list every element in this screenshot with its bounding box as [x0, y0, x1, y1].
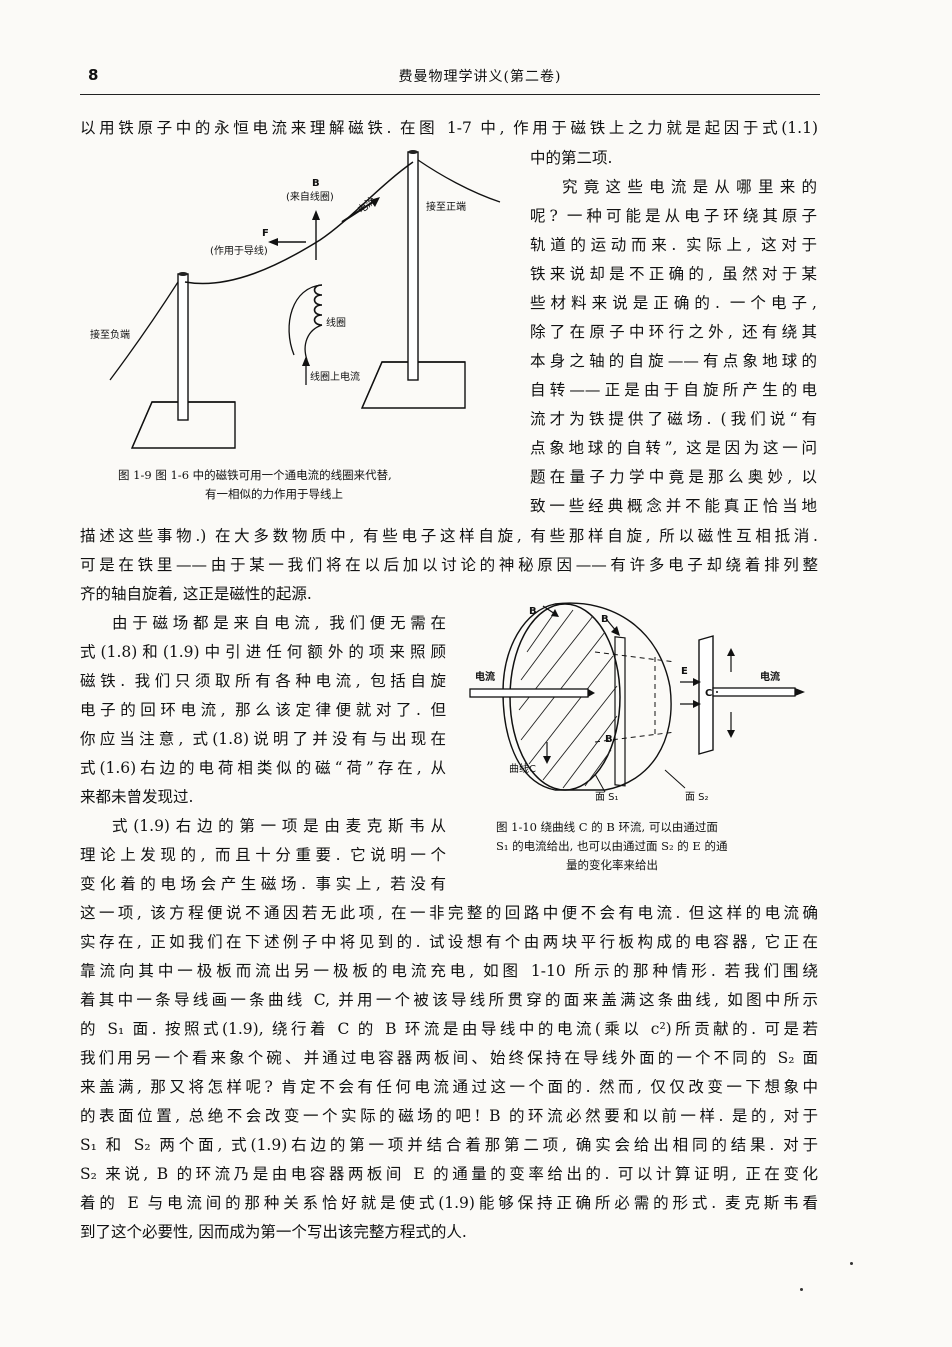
body-line: 自转——正是由于自旋所产生的电 — [530, 381, 817, 399]
body-line: 描述这些事物.) 在大多数物质中, 有些电子这样自旋, 有些那样自旋, 所以磁性… — [80, 527, 818, 545]
body-line: 致一些经典概念并不能真正恰当地 — [530, 497, 817, 515]
figure-1-9-caption-line1: 图 1-9 图 1-6 中的磁铁可用一个通电流的线圈来代替, — [118, 468, 392, 482]
figure-1-10-caption-line2: S₁ 的电流给出, 也可以由通过面 S₂ 的 E 的通 — [496, 839, 728, 853]
body-line: 式(1.6)右边的电荷相类似的磁“荷”存在, 从 — [80, 759, 446, 777]
label-b-lower: B — [605, 734, 613, 745]
body-line: 呢? 一种可能是从电子环绕其原子 — [530, 207, 817, 225]
body-line: 由于磁场都是来自电流, 我们便无需在 — [112, 614, 446, 632]
label-curve-c: 曲线C — [509, 762, 536, 775]
label-current: 电流 — [355, 193, 379, 216]
label-current-left: 电流 — [475, 670, 495, 683]
figure-1-10-caption-line3: 量的变化率来给出 — [566, 858, 658, 872]
body-line: S₂ 来说, B 的环流乃是由电容器两板间 E 的通量的变率给出的. 可以计算证… — [80, 1165, 818, 1183]
body-line: 点象地球的自转”, 这是因为这一问 — [530, 439, 817, 457]
header-rule — [80, 94, 820, 95]
body-line: 着的 E 与电流间的那种关系恰好就是使式(1.9)能够保持正确所必需的形式. 麦… — [80, 1194, 818, 1212]
figure-1-9-caption-line2: 有一相似的力作用于导线上 — [205, 487, 343, 501]
body-line: 本身之轴的自旋——有点象地球的 — [530, 352, 817, 370]
body-line: 理论上发现的, 而且十分重要. 它说明一个 — [80, 846, 446, 864]
body-line: 这一项, 该方程便说不通因若无此项, 在一非完整的回路中便不会有电流. 但这样的… — [80, 904, 818, 922]
body-line: 我们用另一个看来象个碗、并通过电容器两板间、始终保持在导线外面的一个不同的 S₂… — [80, 1049, 818, 1067]
label-to-positive: 接至正端 — [426, 200, 466, 213]
label-c-mark: C — [705, 688, 712, 699]
body-line: 式(1.9)右边的第一项是由麦克斯韦从 — [112, 817, 446, 835]
figure-1-10: B B B 电流 电流 E C 曲线C 面 S₁ 面 S₂ — [455, 592, 820, 807]
figure-1-10-caption-line1: 图 1-10 绕曲线 C 的 B 环流, 可以由通过面 — [496, 820, 718, 834]
body-line: 些材料来说是正确的. 一个电子, — [530, 294, 817, 312]
label-s2: 面 S₂ — [685, 792, 709, 803]
page-number: 8 — [88, 66, 99, 84]
body-line: 题在量子力学中竟是那么奥妙, 以 — [530, 468, 817, 486]
body-line: 的表面位置, 总绝不会改变一个实际的磁场的吧! B 的环流必然要和以前一样. 是… — [80, 1107, 818, 1125]
label-s1: 面 S₁ — [595, 792, 619, 803]
label-coil-current: 线圈上电流 — [310, 370, 360, 383]
label-e: E — [681, 666, 688, 677]
body-line: 式(1.8)和(1.9)中引进任何额外的项来照顾 — [80, 643, 446, 661]
label-b-source: (来自线圈) — [286, 190, 334, 203]
body-line: 的 S₁ 面. 按照式(1.9), 绕行着 C 的 B 环流是由导线中的电流(乘… — [80, 1020, 818, 1038]
scan-mark — [800, 1288, 803, 1291]
body-line: 靠流向其中一极板而流出另一极板的电流充电, 如图 1-10 所示的那种情形. 若… — [80, 962, 818, 980]
body-line: 你应当注意, 式(1.8)说明了并没有与出现在 — [80, 730, 446, 748]
body-line: S₁ 和 S₂ 两个面, 式(1.9)右边的第一项并结合着那第二项, 确实会给出… — [80, 1136, 818, 1154]
body-line: 来盖满, 那又将怎样呢? 肯定不会有任何电流通过这一个面的. 然而, 仅仅改变一… — [80, 1078, 818, 1096]
body-line: 轨道的运动而来. 实际上, 这对于 — [530, 236, 817, 254]
running-head-title: 费曼物理学讲义(第二卷) — [398, 69, 562, 85]
body-line: 可是在铁里——由于某一我们将在以后加以讨论的神秘原因——有许多电子却绕着排列整 — [80, 556, 818, 574]
body-line: 铁来说却是不正确的, 虽然对于某 — [530, 265, 817, 283]
label-b-top-right: B — [601, 614, 609, 625]
label-coil: 线圈 — [326, 316, 346, 329]
label-f-on-wire: (作用于导线) — [210, 244, 268, 257]
figure-1-9: B (来自线圈) 电流 接至正端 F (作用于导线) 接至负端 线圈 线圈上电流 — [80, 140, 520, 470]
body-line: 除了在原子中环行之外, 还有绕其 — [530, 323, 817, 341]
body-line: 到了这个必要性, 因而成为第一个写出该完整方程式的人. — [80, 1223, 467, 1241]
scan-mark — [850, 1262, 853, 1265]
body-line: 磁铁. 我们只须取所有各种电流, 包括自旋 — [80, 672, 446, 690]
label-f: F — [262, 228, 269, 239]
body-line: 着其中一条导线画一条曲线 C, 并用一个被该导线所贯穿的面来盖满这条曲线, 如图… — [80, 991, 818, 1009]
body-line: 变化着的电场会产生磁场. 事实上, 若没有 — [80, 875, 446, 893]
label-b: B — [312, 178, 320, 189]
body-line: 流才为铁提供了磁场. (我们说“有 — [530, 410, 817, 428]
body-line: 来都未曾发现过. — [80, 788, 194, 806]
label-b-top-left: B — [529, 606, 537, 617]
body-line: 究竟这些电流是从哪里来的 — [562, 178, 817, 196]
label-current-right: 电流 — [760, 670, 780, 683]
body-line: 中的第二项. — [530, 149, 613, 167]
body-line: 以用铁原子中的永恒电流来理解磁铁. 在图 1-7 中, 作用于磁铁上之力就是起因… — [80, 119, 818, 137]
body-line: 实存在, 正如我们在下述例子中将见到的. 试设想有个由两块平行板构成的电容器, … — [80, 933, 818, 951]
body-line: 电子的回环电流, 那么该定律便就对了. 但 — [80, 701, 446, 719]
body-line: 齐的轴自旋着, 这正是磁性的起源. — [80, 585, 312, 603]
label-to-negative: 接至负端 — [90, 328, 130, 341]
